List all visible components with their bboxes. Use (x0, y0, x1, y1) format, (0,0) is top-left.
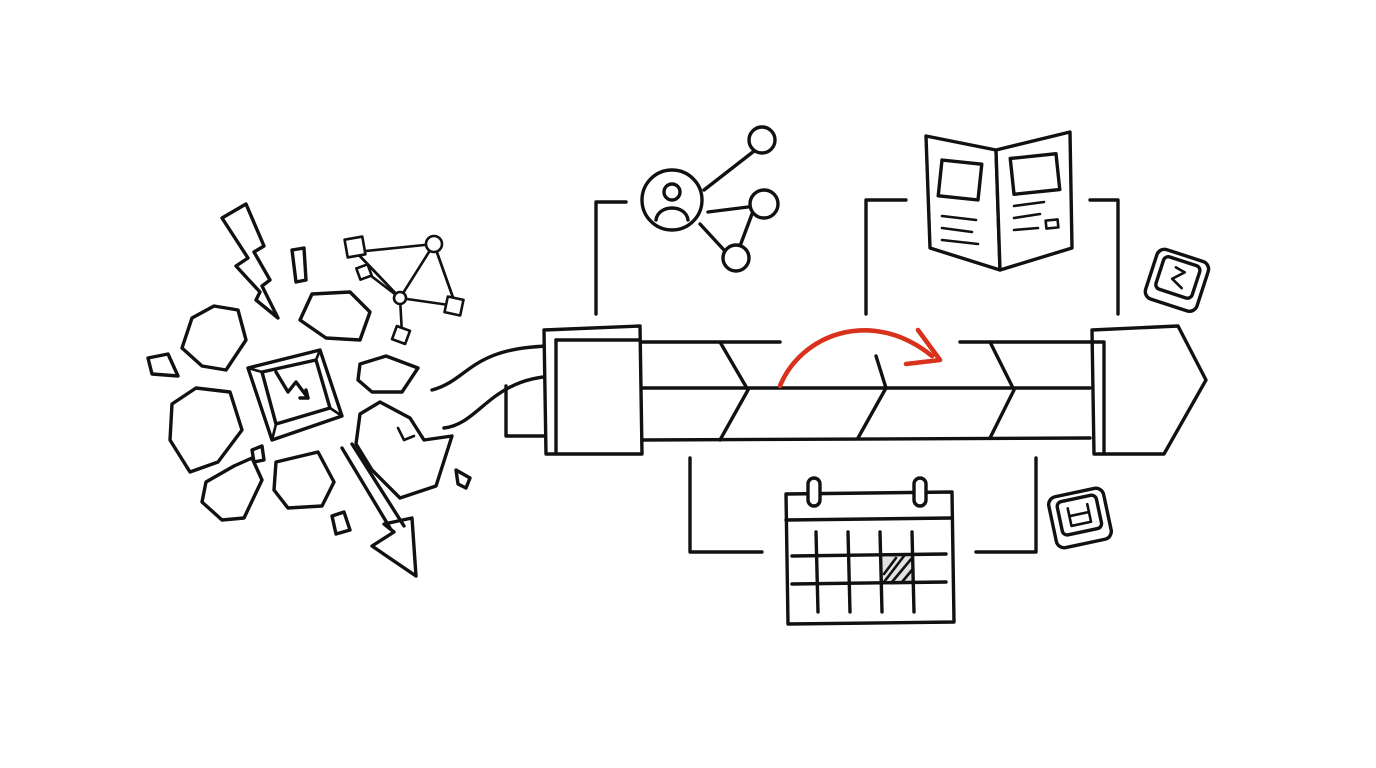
arrow-down-icon (340, 442, 418, 578)
cable-icon (430, 344, 558, 438)
shard (180, 304, 248, 372)
key-cap-icon (1046, 486, 1114, 550)
shard (272, 450, 336, 510)
user-network-icon (640, 125, 780, 273)
shattered-key-cluster (146, 202, 472, 578)
brochure-icon (924, 130, 1074, 272)
shard (454, 468, 472, 490)
shard (146, 352, 180, 378)
lightning-icon (220, 202, 280, 320)
curved-arrow-icon (777, 327, 943, 389)
pipeline-icon (542, 324, 1208, 456)
shard (298, 290, 372, 342)
connector-top-left (594, 200, 628, 316)
connector-top-right (864, 198, 1120, 316)
broken-key-icon (246, 348, 344, 442)
shard (168, 386, 244, 474)
calendar-icon (784, 476, 956, 626)
shard (200, 456, 264, 522)
shard (354, 400, 454, 500)
shard (290, 246, 308, 284)
network-icon (343, 234, 465, 346)
shard (250, 444, 266, 464)
shard (330, 510, 352, 536)
shard (356, 354, 420, 394)
connector-bottom (688, 456, 1038, 554)
crack (396, 426, 416, 442)
key-cap-icon (1143, 247, 1211, 313)
